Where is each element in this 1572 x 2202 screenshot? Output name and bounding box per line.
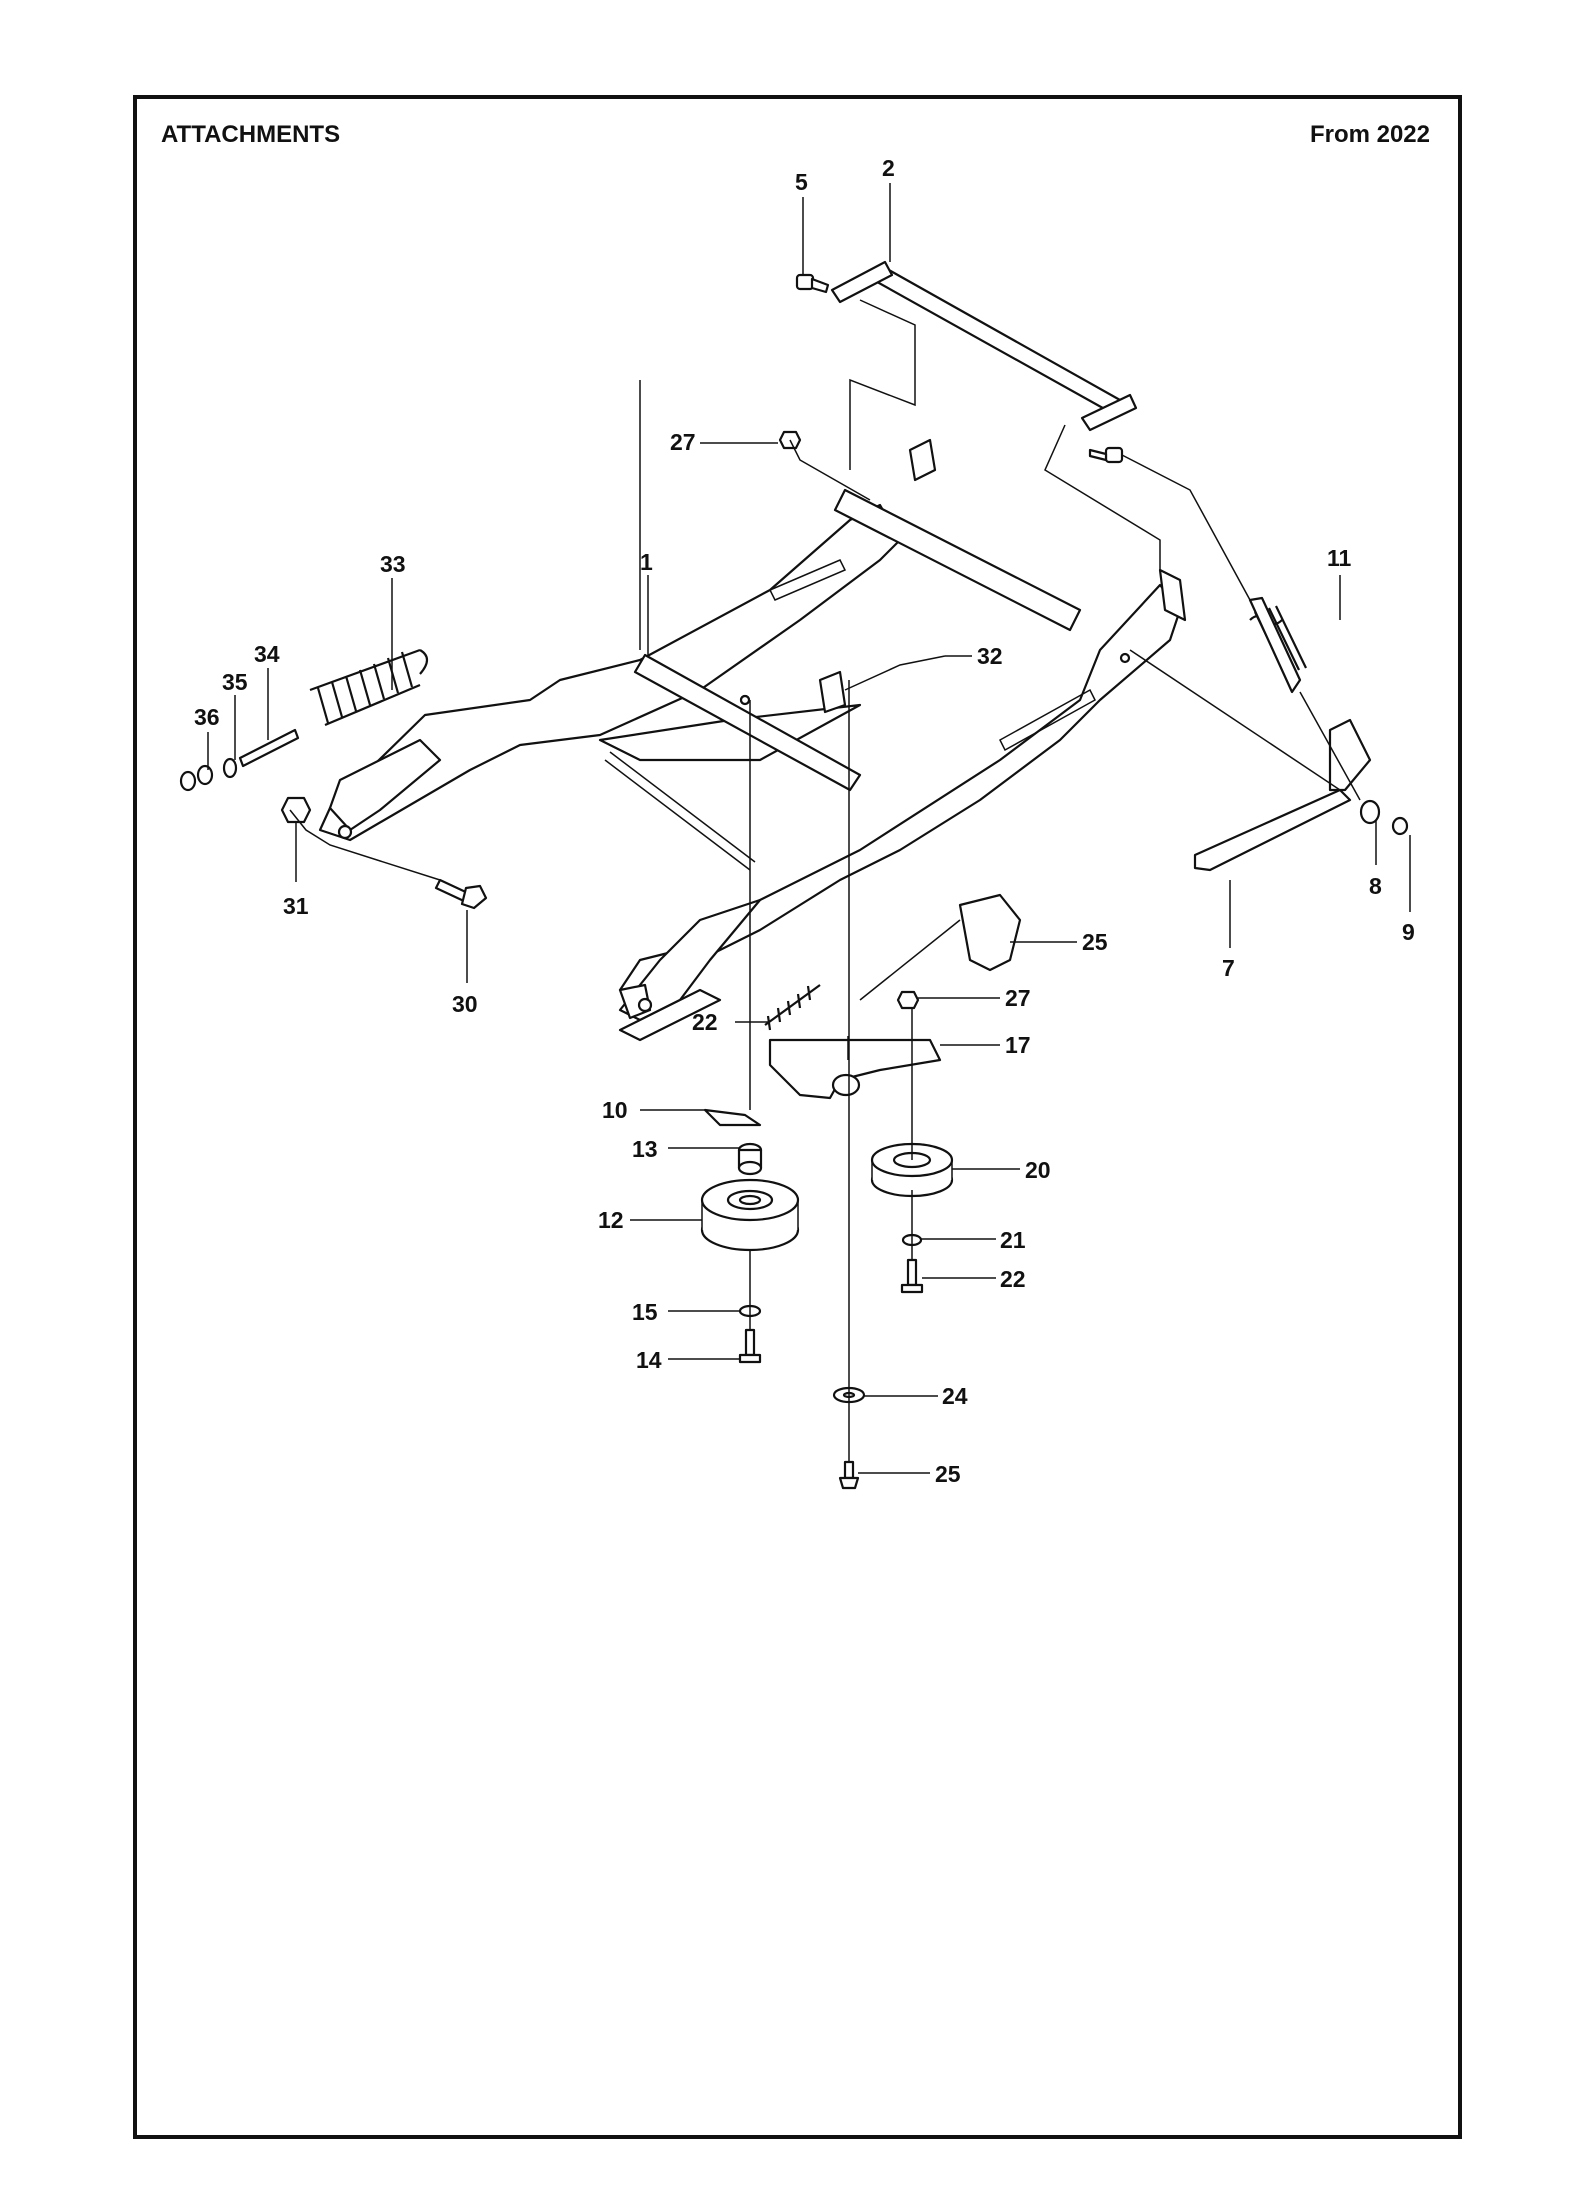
callout-32: 32 [977, 643, 1003, 669]
washer-8 [1359, 799, 1381, 825]
nut-27-lower [896, 990, 920, 1010]
lever-7 [1193, 718, 1372, 872]
spacer-13 [737, 1142, 763, 1176]
bolt-25 [838, 1460, 860, 1490]
assembly-lines [289, 299, 1361, 1462]
callout-36: 36 [194, 704, 220, 730]
callout-8: 8 [1369, 873, 1382, 899]
callout-25: 25 [935, 1461, 961, 1487]
bolt-9 [1391, 816, 1409, 836]
page-title: ATTACHMENTS [161, 121, 341, 148]
callout-34: 34 [254, 641, 280, 667]
callout-13: 13 [632, 1136, 658, 1162]
callout-24: 24 [942, 1383, 968, 1409]
callout-17: 20 [1025, 1157, 1051, 1183]
pulley-12 [700, 1178, 800, 1252]
callout-5: 5 [795, 169, 808, 195]
callout-14: 14 [636, 1347, 662, 1373]
callout-35: 35 [222, 669, 248, 695]
washer-35 [222, 757, 238, 779]
nut-36 [179, 764, 214, 792]
spring-22 [764, 984, 821, 1031]
bracket-11 [703, 1108, 762, 1127]
callout-31: 31 [283, 893, 309, 919]
callout-1: 1 [640, 549, 653, 575]
callout-11: 10 [602, 1097, 628, 1123]
callout-labels: 5 2 27 1 33 34 35 36 31 30 11 32 7 8 9 2… [194, 155, 1415, 1487]
bolt-21 [900, 1258, 924, 1294]
callout-12: 12 [598, 1207, 624, 1233]
bolt-upper-right [1088, 446, 1124, 464]
callout-33: 33 [380, 551, 406, 577]
callout-30: 30 [452, 991, 478, 1017]
bolt-14 [738, 1328, 762, 1364]
rod-34 [238, 728, 300, 768]
callout-20: 21 [1000, 1227, 1026, 1253]
spring-10 [1248, 596, 1307, 694]
callout-22: 22 [692, 1009, 718, 1035]
callout-10: 11 [1327, 545, 1352, 571]
callout-16: 17 [1005, 1032, 1031, 1058]
callout-15: 15 [632, 1299, 658, 1325]
callout-leaders [207, 183, 1411, 1474]
callout-27-lower: 27 [1005, 985, 1031, 1011]
callout-2: 2 [882, 155, 895, 181]
nut-31 [280, 796, 312, 824]
clip-32 [818, 655, 946, 714]
bolt-5 [795, 273, 830, 294]
callout-23: 25 [1082, 929, 1108, 955]
bracket-16 [768, 1038, 942, 1100]
mower-lift-frame [318, 438, 1187, 1042]
callout-7: 7 [1222, 955, 1235, 981]
callout-27-upper: 27 [670, 429, 696, 455]
callout-9: 9 [1402, 919, 1415, 945]
cable-23 [859, 893, 1022, 1001]
model-range-label: From 2022 [1309, 121, 1430, 148]
lift-rod [830, 260, 1138, 432]
callout-21: 22 [1000, 1266, 1026, 1292]
page-frame: ATTACHMENTS From 2022 [133, 95, 1462, 2139]
spring-33 [309, 648, 429, 727]
bolt-30 [434, 878, 488, 910]
